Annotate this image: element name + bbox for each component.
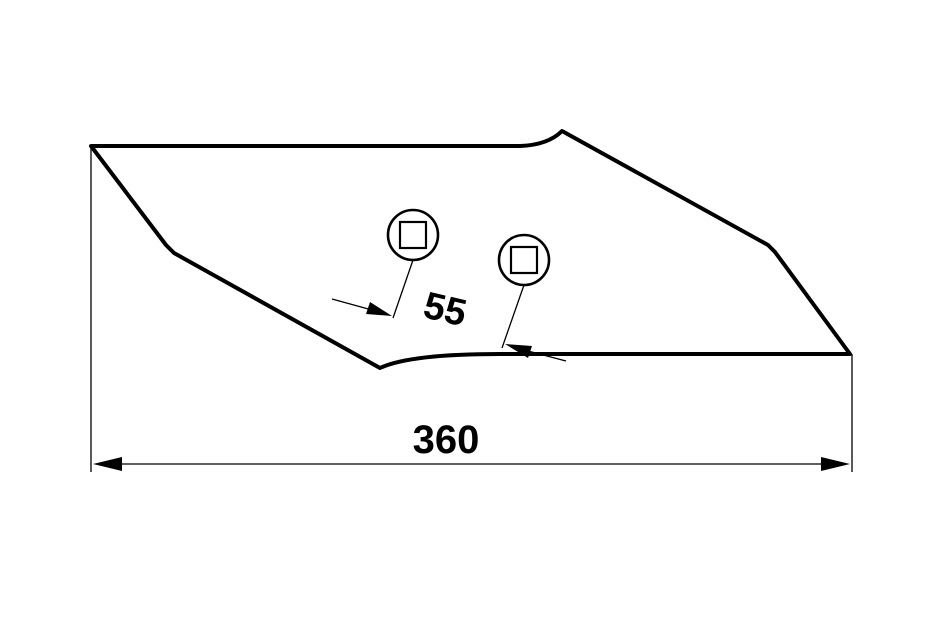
overall-length-dimension: 360: [90, 146, 853, 472]
mounting-hole-right: [497, 233, 551, 287]
dimension-line-right: [527, 350, 567, 362]
leader-line-right: [501, 284, 525, 349]
arrowhead-length-left: [93, 457, 122, 471]
leader-line-left: [392, 259, 414, 319]
arrowhead-right: [505, 344, 532, 358]
arrowhead-left: [366, 302, 392, 316]
arrowhead-length-right: [821, 457, 850, 471]
blade-outline: [89, 129, 852, 370]
hole-offset-dimension: 55: [331, 259, 567, 362]
hole-offset-label: 55: [420, 285, 471, 335]
overall-length-label: 360: [413, 418, 480, 462]
dimension-line-left: [331, 298, 373, 311]
mounting-hole-left: [386, 208, 440, 262]
